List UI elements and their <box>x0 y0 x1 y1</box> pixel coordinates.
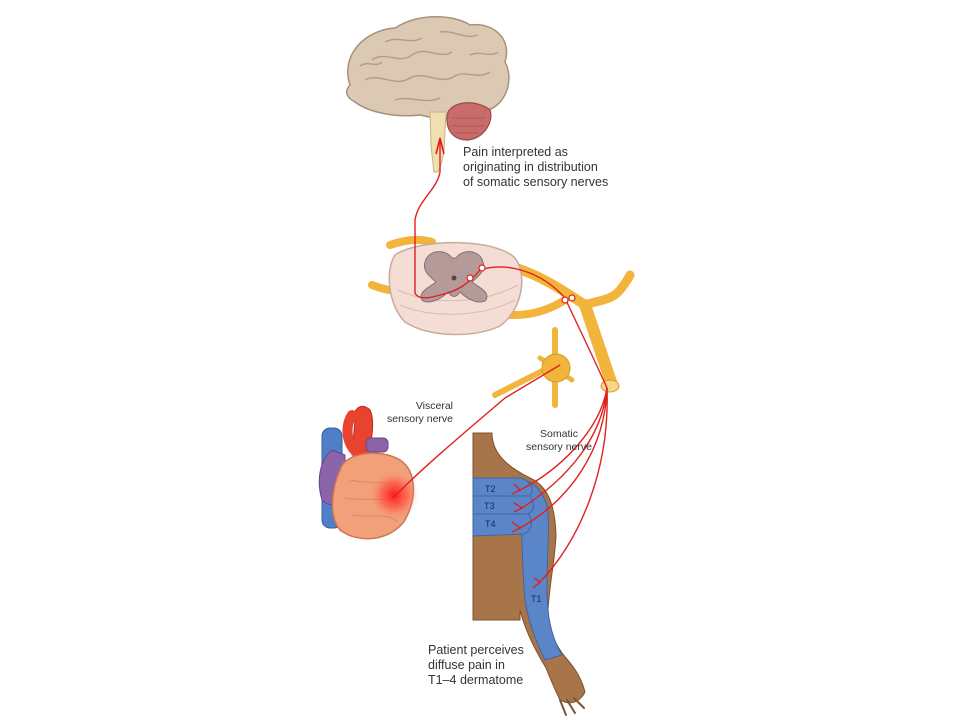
dermatome-t3-band <box>472 495 534 515</box>
dermatome-label-t4: T4 <box>485 519 496 529</box>
label-visceral-nerve: Visceral sensory nerve <box>387 400 453 425</box>
label-brain-interpretation: Pain interpreted as originating in distr… <box>463 145 609 189</box>
dermatome-t2-band <box>472 477 533 497</box>
dermatome-label-t1: T1 <box>531 594 542 604</box>
arm-torso-illustration <box>472 432 586 716</box>
pain-focus-icon <box>370 471 418 519</box>
synapse-icons <box>466 264 576 304</box>
dermatome-label-t2: T2 <box>485 484 496 494</box>
dermatome-t4-band <box>472 513 532 537</box>
dermatome-label-t3: T3 <box>484 501 495 511</box>
label-somatic-nerve: Somatic sensory nerve <box>526 428 592 453</box>
sensory-pathway <box>392 137 608 589</box>
spinal-cord-cross-section <box>388 241 523 336</box>
heart-illustration <box>318 405 418 540</box>
label-patient-perception: Patient perceives diffuse pain in T1–4 d… <box>428 643 524 687</box>
